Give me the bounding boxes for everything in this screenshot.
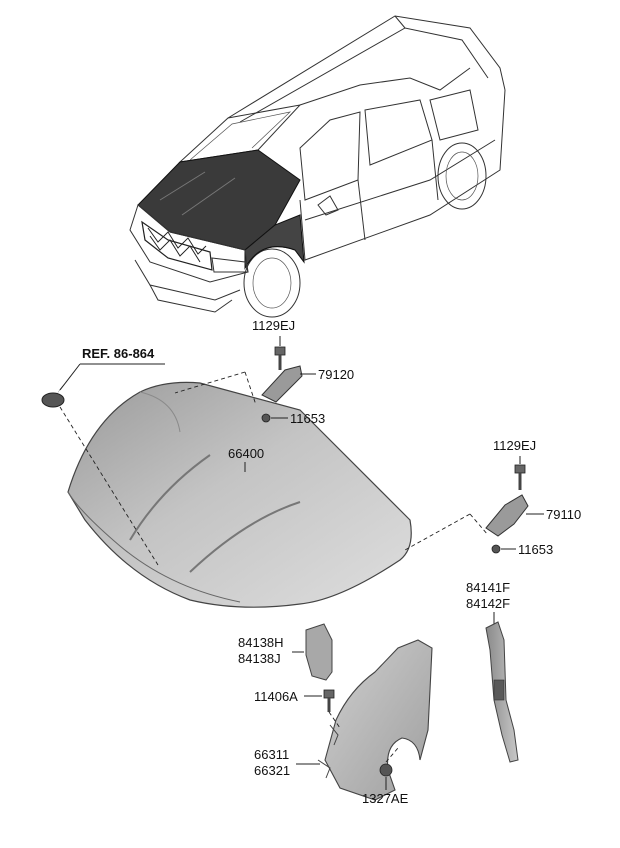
label-66400: 66400 — [228, 446, 264, 461]
label-84138J: 84138J — [238, 651, 281, 666]
ref-label: REF. 86-864 — [82, 346, 155, 361]
hinge-79110 — [485, 494, 529, 537]
insulator-84138H — [305, 623, 333, 681]
label-1327AE: 1327AE — [362, 791, 409, 806]
nut-icon-right — [491, 544, 501, 554]
fender-bolt-icon — [323, 689, 335, 699]
label-66321: 66321 — [254, 763, 290, 778]
label-11406A: 11406A — [254, 689, 298, 704]
label-79120: 79120 — [318, 367, 354, 382]
label-11653-right: 11653 — [518, 542, 553, 557]
fender-66311 — [324, 639, 433, 801]
nut-icon — [261, 413, 271, 423]
left-hinge-group: 1129EJ 79120 11653 — [174, 318, 354, 426]
label-66311: 66311 — [254, 747, 289, 762]
right-hinge-group: 1129EJ 79110 11653 — [404, 438, 581, 557]
label-84142F: 84142F — [466, 596, 510, 611]
fender-nut-icon — [379, 763, 393, 777]
fender-group: 11406A 66311 66321 1327AE — [254, 639, 433, 806]
bolt-icon — [274, 346, 286, 356]
hood-66400 — [67, 381, 412, 608]
label-84141F: 84141F — [466, 580, 510, 595]
label-84138H: 84138H — [238, 635, 284, 650]
insulator-group: 84138H 84138J — [238, 623, 333, 681]
bolt-icon-right — [514, 464, 526, 474]
label-1129EJ-top: 1129EJ — [252, 318, 295, 333]
ref-callout: REF. 86-864 — [41, 346, 165, 566]
emblem-icon — [41, 392, 65, 408]
vehicle-illustration — [129, 15, 506, 318]
label-79110: 79110 — [546, 507, 581, 522]
hinge-79120 — [261, 365, 303, 403]
label-1129EJ-right: 1129EJ — [493, 438, 536, 453]
fender-garnish-group: 84141F 84142F — [466, 580, 519, 763]
label-11653-left: 11653 — [290, 411, 325, 426]
